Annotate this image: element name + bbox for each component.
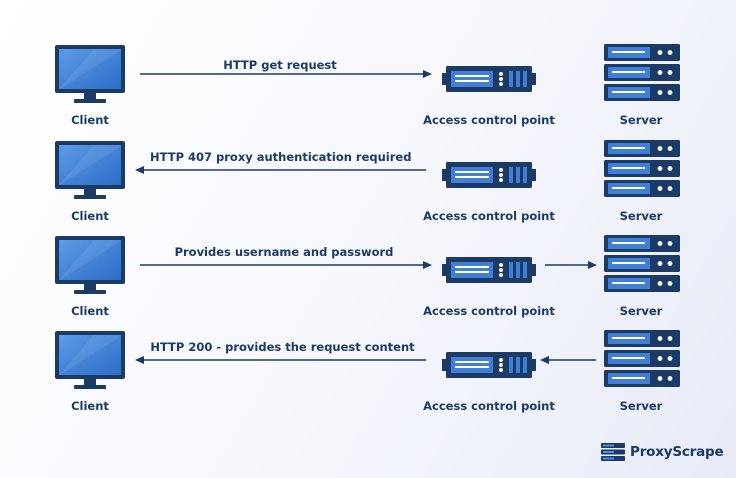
access-control-point-label: Access control point — [423, 304, 555, 318]
message-label: Provides username and password — [174, 245, 394, 259]
server-stack-logo-icon — [601, 443, 625, 461]
rack-server-icon — [442, 352, 536, 378]
brand-name: ProxyScrape — [630, 444, 724, 460]
message-label: HTTP 407 proxy authentication required — [150, 150, 412, 164]
rack-server-icon — [442, 257, 536, 283]
server-label: Server — [619, 209, 663, 223]
monitor-icon — [54, 330, 126, 394]
client-label: Client — [71, 113, 109, 127]
flow-row-3: Client Provides username and password Ac… — [0, 235, 736, 330]
server-stack-icon — [604, 44, 680, 102]
flow-row-2: Client HTTP 407 proxy authentication req… — [0, 140, 736, 235]
flow-row-4: Client HTTP 200 - provides the request c… — [0, 330, 736, 425]
server-stack-icon — [604, 140, 680, 198]
server-stack-icon — [604, 330, 680, 388]
rack-server-icon — [442, 66, 536, 92]
server-label: Server — [619, 399, 663, 413]
message-label: HTTP 200 - provides the request content — [150, 340, 415, 354]
rack-server-icon — [442, 162, 536, 188]
brand-logo: ProxyScrape — [601, 442, 724, 462]
server-stack-icon — [604, 235, 680, 293]
server-label: Server — [619, 304, 663, 318]
access-control-point-label: Access control point — [423, 209, 555, 223]
server-label: Server — [619, 113, 663, 127]
monitor-icon — [54, 140, 126, 204]
client-label: Client — [71, 209, 109, 223]
access-control-point-label: Access control point — [423, 113, 555, 127]
monitor-icon — [54, 235, 126, 299]
message-label: HTTP get request — [223, 58, 337, 72]
client-label: Client — [71, 399, 109, 413]
monitor-icon — [54, 44, 126, 108]
access-control-point-label: Access control point — [423, 399, 555, 413]
client-label: Client — [71, 304, 109, 318]
flow-row-1: Client HTTP get request Access control p… — [0, 44, 736, 139]
